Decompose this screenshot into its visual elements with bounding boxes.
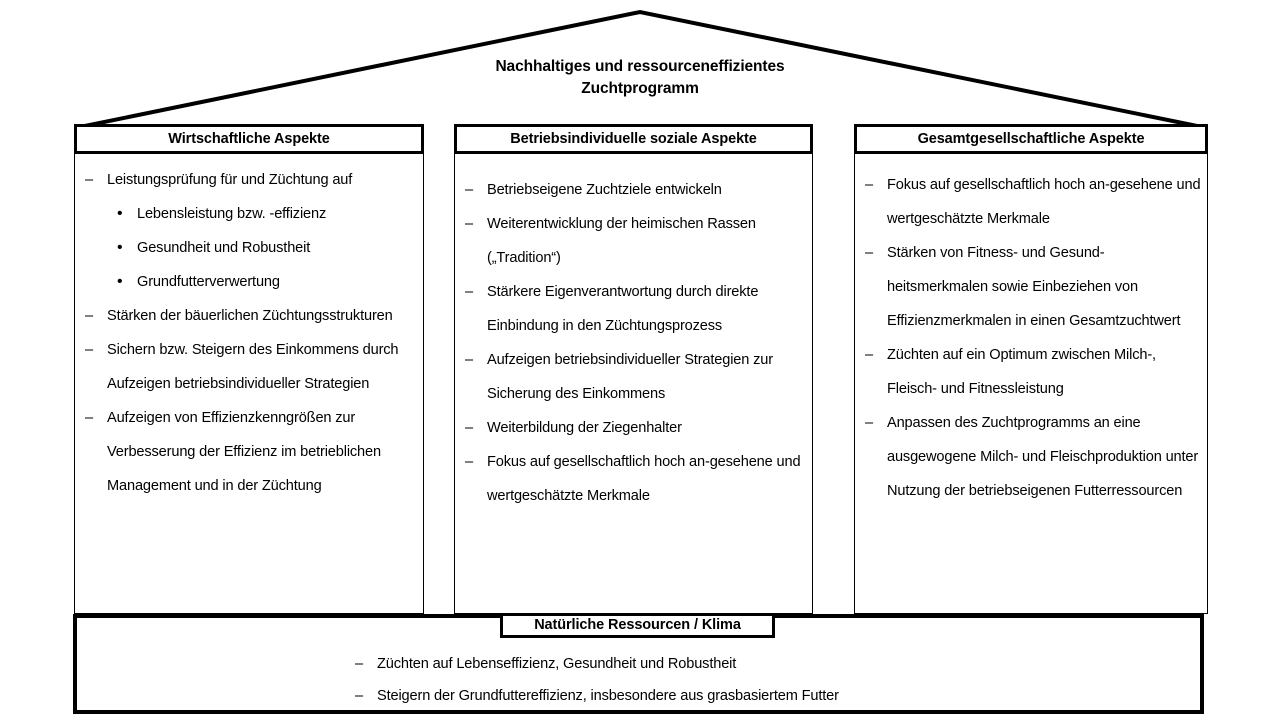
- dash-marker-icon: –: [865, 245, 873, 261]
- list-item: • Grundfutterverwertung: [81, 265, 417, 299]
- list-item: –Aufzeigen von Effizienzkenngrößen zur V…: [81, 401, 417, 503]
- list-item: –Steigern der Grundfuttereffizienz, insb…: [355, 680, 1135, 712]
- list-item: –Stärken der bäuerlichen Züchtungsstrukt…: [81, 299, 417, 333]
- pillar-gesamtgesellschaftliche-aspekte: Gesamtgesellschaftliche Aspekte –Fokus a…: [854, 124, 1208, 614]
- list-item: –Weiterbildung der Ziegenhalter: [461, 411, 806, 445]
- pillar-1-body: –Leistungsprüfung für und Züchtung auf •…: [75, 155, 423, 509]
- list-item-text: Stärken der bäuerlichen Züchtungsstruktu…: [107, 308, 393, 324]
- list-item: –Weiterentwicklung der heimischen Rassen…: [461, 207, 806, 275]
- list-item-text: Stärken von Fitness- und Gesund-heitsmer…: [887, 245, 1181, 329]
- list-item-text: Anpassen des Zuchtprogramms an eine ausg…: [887, 415, 1199, 499]
- dash-marker-icon: –: [865, 177, 873, 193]
- pillar-1-header: Wirtschaftliche Aspekte: [74, 124, 424, 154]
- list-item-text: Aufzeigen von Effizienzkenngrößen zur Ve…: [107, 410, 381, 494]
- list-item: –Fokus auf gesellschaftlich hoch an-gese…: [461, 445, 806, 513]
- pillar-3-header: Gesamtgesellschaftliche Aspekte: [854, 124, 1208, 154]
- foundation-header: Natürliche Ressourcen / Klima: [500, 613, 775, 638]
- list-item: • Lebensleistung bzw. -effizienz: [81, 197, 417, 231]
- pillar-wirtschaftliche-aspekte: Wirtschaftliche Aspekte –Leistungsprüfun…: [74, 124, 424, 614]
- list-item-text: Fokus auf gesellschaftlich hoch an-geseh…: [887, 177, 1201, 227]
- pillar-2-list: –Betriebseigene Zuchtziele entwickeln –W…: [461, 173, 806, 513]
- dash-marker-icon: –: [865, 415, 873, 431]
- list-item-text: Aufzeigen betriebsindividueller Strategi…: [487, 352, 773, 402]
- list-item-text: Gesundheit und Robustheit: [137, 240, 311, 256]
- dash-marker-icon: –: [465, 420, 473, 436]
- dash-marker-icon: –: [85, 172, 93, 188]
- foundation-list: –Züchten auf Lebenseffizienz, Gesundheit…: [355, 648, 1135, 712]
- list-item-text: Züchten auf Lebenseffizienz, Gesundheit …: [377, 656, 737, 672]
- roof-title-line-2: Zuchtprogramm: [581, 80, 699, 98]
- dash-marker-icon: –: [465, 284, 473, 300]
- dash-marker-icon: –: [865, 347, 873, 363]
- pillar-1-list: –Leistungsprüfung für und Züchtung auf •…: [81, 163, 417, 503]
- list-item-text: Weiterbildung der Ziegenhalter: [487, 420, 682, 436]
- list-item-text: Grundfutterverwertung: [137, 274, 280, 290]
- foundation-body: –Züchten auf Lebenseffizienz, Gesundheit…: [355, 648, 1135, 712]
- list-item: –Züchten auf Lebenseffizienz, Gesundheit…: [355, 648, 1135, 680]
- pillar-2-header: Betriebsindividuelle soziale Aspekte: [454, 124, 813, 154]
- dash-marker-icon: –: [355, 656, 363, 672]
- list-item-text: Betriebseigene Zuchtziele entwickeln: [487, 182, 722, 198]
- list-item: –Sichern bzw. Steigern des Einkommens du…: [81, 333, 417, 401]
- list-item: –Anpassen des Zuchtprogramms an eine aus…: [861, 406, 1201, 508]
- dash-marker-icon: –: [85, 308, 93, 324]
- pillar-2-body: –Betriebseigene Zuchtziele entwickeln –W…: [455, 155, 812, 519]
- dash-marker-icon: –: [85, 342, 93, 358]
- dash-marker-icon: –: [465, 182, 473, 198]
- pillar-betriebsindividuelle-soziale-aspekte: Betriebsindividuelle soziale Aspekte –Be…: [454, 124, 813, 614]
- list-item-text: Stärkere Eigenverantwortung durch direkt…: [487, 284, 759, 334]
- roof-shape: [74, 9, 1208, 130]
- bullet-marker-icon: •: [117, 205, 123, 222]
- list-item: –Stärkere Eigenverantwortung durch direk…: [461, 275, 806, 343]
- roof-title-line-1: Nachhaltiges und ressourceneffizientes: [495, 58, 785, 75]
- bullet-marker-icon: •: [117, 273, 123, 290]
- roof-title: Nachhaltiges und ressourceneffizientes Z…: [380, 56, 900, 101]
- dash-marker-icon: –: [465, 352, 473, 368]
- pillar-3-list: –Fokus auf gesellschaftlich hoch an-gese…: [861, 168, 1201, 508]
- list-item: –Aufzeigen betriebsindividueller Strateg…: [461, 343, 806, 411]
- dash-marker-icon: –: [465, 216, 473, 232]
- dash-marker-icon: –: [85, 410, 93, 426]
- list-item-text: Züchten auf ein Optimum zwischen Milch-,…: [887, 347, 1156, 397]
- list-item-text: Steigern der Grundfuttereffizienz, insbe…: [377, 688, 839, 704]
- list-item-text: Lebensleistung bzw. -effizienz: [137, 206, 327, 222]
- list-item-text: Leistungsprüfung für und Züchtung auf: [107, 172, 353, 188]
- list-item: –Fokus auf gesellschaftlich hoch an-gese…: [861, 168, 1201, 236]
- dash-marker-icon: –: [465, 454, 473, 470]
- list-item: –Stärken von Fitness- und Gesund-heitsme…: [861, 236, 1201, 338]
- bullet-marker-icon: •: [117, 239, 123, 256]
- list-item: –Betriebseigene Zuchtziele entwickeln: [461, 173, 806, 207]
- list-item-text: Sichern bzw. Steigern des Einkommens dur…: [107, 342, 399, 392]
- list-item-text: Fokus auf gesellschaftlich hoch an-geseh…: [487, 454, 801, 504]
- list-item: –Züchten auf ein Optimum zwischen Milch-…: [861, 338, 1201, 406]
- list-item: –Leistungsprüfung für und Züchtung auf: [81, 163, 417, 197]
- pillar-3-body: –Fokus auf gesellschaftlich hoch an-gese…: [855, 155, 1207, 514]
- list-item: • Gesundheit und Robustheit: [81, 231, 417, 265]
- dash-marker-icon: –: [355, 688, 363, 704]
- list-item-text: Weiterentwicklung der heimischen Rassen …: [487, 216, 756, 266]
